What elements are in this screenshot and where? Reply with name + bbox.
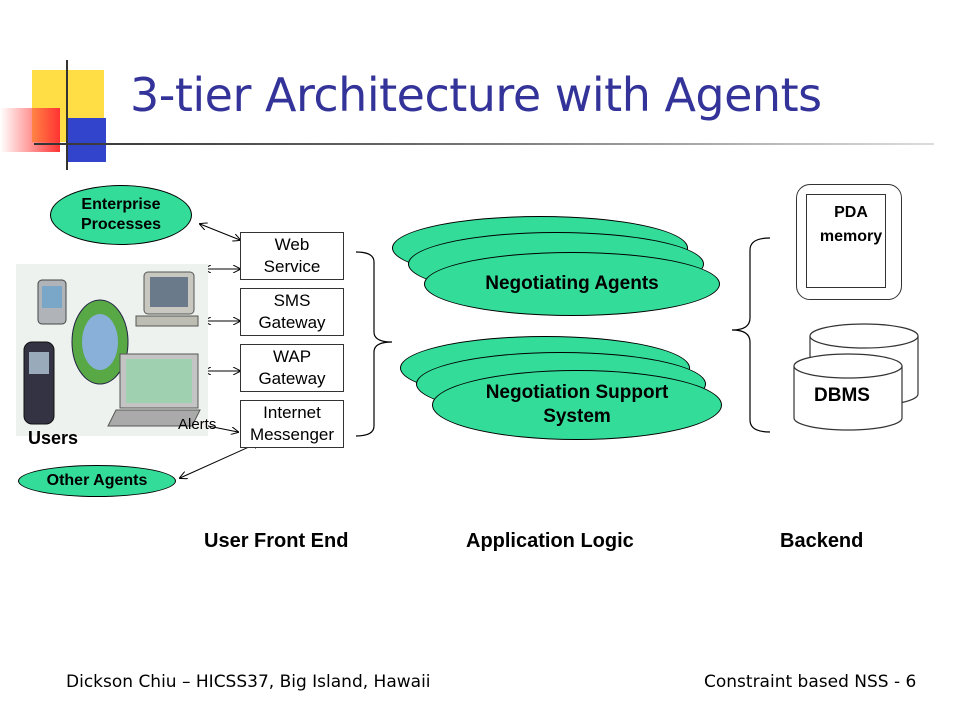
arrow-enterprise-web [200,224,240,240]
brace-backend [731,237,771,433]
deco-horizontal-line [34,143,934,145]
web-service-label: Web Service [263,235,321,276]
footer-left: Dickson Chiu – HICSS37, Big Island, Hawa… [66,672,431,692]
negotiation-support-system-label: Negotiation Support System [485,382,669,427]
negotiating-agents-label: Negotiating Agents [485,273,659,294]
other-agents-ellipse: Other Agents [18,465,176,497]
brace-front-end [355,251,393,437]
enterprise-processes-label: Enterprise Processes [80,196,162,233]
alerts-label: Alerts [178,416,217,433]
slide-title: 3-tier Architecture with Agents [130,68,822,122]
arrow-other-agents [180,442,260,478]
other-agents-label: Other Agents [46,472,148,489]
tier-user-front-end: User Front End [204,530,349,552]
footer-right: Constraint based NSS - 6 [704,672,917,692]
pda-memory-box: PDA memory [806,194,886,288]
pda-memory-label: PDA memory [819,204,883,245]
wap-gateway-label: WAP Gateway [258,347,326,388]
dbms-label: DBMS [814,385,870,406]
tier-backend: Backend [780,530,864,552]
users-label: Users [28,428,79,448]
sms-gateway-box: SMS Gateway [240,288,344,336]
internet-messenger-label: Internet Messenger [249,403,335,444]
negotiating-agents-ellipse: Negotiating Agents [424,252,720,316]
deco-blue-square [68,118,106,162]
enterprise-processes-ellipse: Enterprise Processes [50,185,192,245]
tier-application-logic: Application Logic [466,530,634,552]
deco-vertical-line [66,60,68,170]
negotiation-support-system-ellipse: Negotiation Support System [432,370,722,440]
sms-gateway-label: SMS Gateway [258,291,326,332]
users-devices-image [16,264,208,436]
wap-gateway-box: WAP Gateway [240,344,344,392]
devices-illustration [23,271,201,427]
web-service-box: Web Service [240,232,344,280]
internet-messenger-box: Internet Messenger [240,400,344,448]
